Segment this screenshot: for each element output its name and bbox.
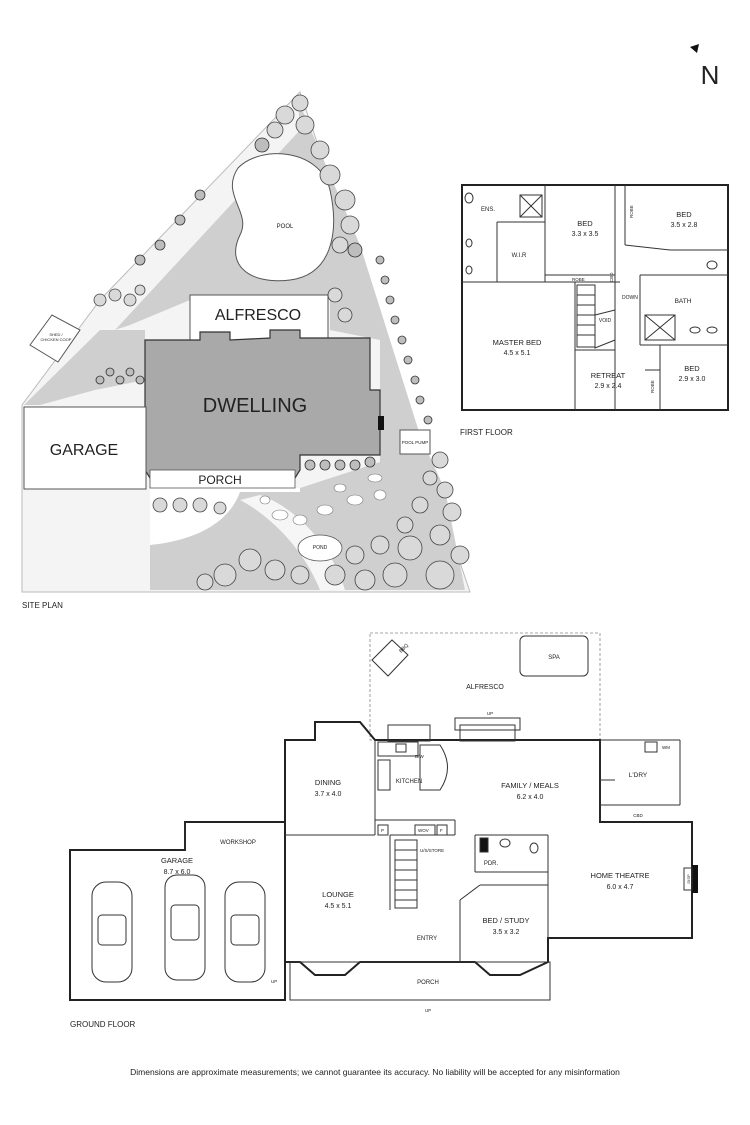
- first-floor-plan: ENS. W.I.R BED 3.3 x 3.5 BED 3.5 x 2.8 R…: [460, 184, 729, 437]
- gf-interior-walls: [184, 739, 681, 962]
- gf-up3-label: UP: [271, 979, 277, 984]
- gf-porch-outline: [289, 961, 551, 1001]
- gf-garage-name: GARAGE: [161, 856, 193, 865]
- gf-spa-label: SPA: [548, 655, 560, 661]
- gf-stair: [394, 839, 418, 909]
- north-label: N: [701, 60, 720, 90]
- site-pond: [297, 534, 343, 562]
- ground-floor-caption: GROUND FLOOR: [70, 1020, 136, 1029]
- site-lawn: [115, 100, 465, 590]
- site-garage-label: GARAGE: [50, 442, 118, 459]
- ff-bed2-name: BED: [676, 210, 692, 219]
- ff-bed1-dim: 3.3 x 3.5: [572, 231, 599, 238]
- gf-alfresco-steps: [454, 717, 521, 731]
- ff-robe1-label: ROBE: [572, 277, 585, 282]
- site-pool: [231, 153, 335, 282]
- gf-alfresco-label: ALFRESCO: [466, 684, 504, 691]
- gf-up2-label: UP: [425, 1008, 431, 1013]
- north-arrow-icon: [690, 44, 699, 53]
- gf-kitchen-label: KITCHEN: [396, 779, 422, 785]
- site-plan-caption: SITE PLAN: [22, 601, 63, 610]
- gf-cbd-label: CBD: [633, 813, 643, 818]
- ff-master-name: MASTER BED: [493, 338, 542, 347]
- site-plan: POOL ALFRESCO SHED / CHICKEN COOP DWELLI…: [21, 91, 471, 610]
- gf-display: [683, 867, 693, 891]
- gf-bbq-label: BBQ: [398, 643, 410, 655]
- ff-robe3-label: ROBE: [650, 380, 655, 393]
- ff-fixtures: [464, 192, 718, 341]
- site-driveway: [150, 488, 300, 545]
- site-pool-pump-label: POOL PUMP: [402, 440, 429, 445]
- gf-garage-walls: [69, 821, 286, 1001]
- gf-porch-label: PORCH: [417, 980, 439, 986]
- gf-f-label: F: [440, 828, 443, 833]
- ff-cbd-label: CBD: [609, 272, 614, 282]
- ground-floor-plan: BBQ SPA ALFRESCO UP: [69, 632, 698, 1029]
- gf-garage-cars: [91, 874, 266, 983]
- ff-stair: [576, 284, 616, 349]
- gf-bed-study-dim: 3.5 x 3.2: [493, 929, 520, 936]
- ff-robe2-label: ROBE: [629, 205, 634, 218]
- gf-home-theatre-name: HOME THEATRE: [591, 871, 650, 880]
- site-pond-label: POND: [313, 545, 328, 551]
- site-pool-label: POOL: [277, 224, 294, 230]
- site-pool-pump: [399, 429, 431, 455]
- gf-ldry-label: L'DRY: [629, 772, 648, 779]
- ff-wir-label: W.I.R: [512, 253, 527, 259]
- gf-up1-label: UP: [487, 711, 493, 716]
- gf-garage-dim: 8.7 x 6.0: [164, 869, 191, 876]
- ff-outer-walls: [461, 184, 729, 411]
- gf-home-theatre-dim: 6.0 x 4.7: [607, 884, 634, 891]
- gf-bed-study-name: BED / STUDY: [482, 916, 529, 925]
- gf-spa: [519, 635, 589, 677]
- site-porch-label: PORCH: [198, 473, 241, 487]
- gf-dw-label: D/W: [415, 754, 425, 759]
- site-shed: [29, 314, 81, 363]
- gf-fireplace: [692, 865, 698, 893]
- gf-wm-label: WM: [662, 745, 670, 750]
- ff-retreat-name: RETREAT: [591, 371, 626, 380]
- ff-master-dim: 4.5 x 5.1: [504, 350, 531, 357]
- site-shed-label-1: SHED /: [49, 332, 63, 337]
- ff-bed3-dim: 2.9 x 3.0: [679, 376, 706, 383]
- site-trees: [93, 94, 470, 591]
- gf-dining-name: DINING: [315, 778, 341, 787]
- gf-workshop-label: WORKSHOP: [220, 840, 256, 846]
- site-garage: [23, 406, 147, 490]
- site-dwelling-label: DWELLING: [203, 395, 307, 417]
- ff-down-label: DOWN: [622, 295, 638, 301]
- gf-usstore-label: U/S/STORE: [420, 848, 444, 853]
- ff-bed3-name: BED: [684, 364, 700, 373]
- site-stepping-stones: [259, 473, 387, 526]
- ff-bed2-dim: 3.5 x 2.8: [671, 222, 698, 229]
- gf-disp-label: DISP: [686, 874, 691, 884]
- disclaimer-text: Dimensions are approximate measurements;…: [130, 1067, 620, 1077]
- gf-p-label: P: [381, 828, 384, 833]
- site-meter: [378, 416, 384, 430]
- site-shed-label-2: CHICKEN COOP: [41, 337, 72, 342]
- ff-ens-label: ENS.: [481, 207, 495, 213]
- gf-pdr-label: PDR.: [484, 861, 499, 867]
- gf-kitchen-fixtures: [377, 724, 658, 854]
- first-floor-caption: FIRST FLOOR: [460, 428, 513, 437]
- site-lawn-west: [24, 330, 145, 405]
- site-porch: [149, 469, 296, 489]
- ff-bath-label: BATH: [675, 298, 692, 305]
- gf-wov-label: WOV: [418, 828, 429, 833]
- gf-lounge-dim: 4.5 x 5.1: [325, 903, 352, 910]
- ff-retreat-dim: 2.9 x 2.4: [595, 383, 622, 390]
- gf-family-name: FAMILY / MEALS: [501, 781, 559, 790]
- gf-lounge-name: LOUNGE: [322, 890, 354, 899]
- ff-void-label: VOID: [599, 318, 612, 324]
- gf-entry-label: ENTRY: [417, 936, 437, 942]
- gf-outer-walls: [284, 721, 693, 976]
- site-alfresco-label: ALFRESCO: [215, 307, 301, 324]
- gf-dining-dim: 3.7 x 4.0: [315, 791, 342, 798]
- gf-family-dim: 6.2 x 4.0: [517, 794, 544, 801]
- site-path: [240, 495, 345, 590]
- gf-bbq: [371, 639, 409, 677]
- ff-bed1-name: BED: [577, 219, 593, 228]
- north-arrow: N: [690, 44, 719, 90]
